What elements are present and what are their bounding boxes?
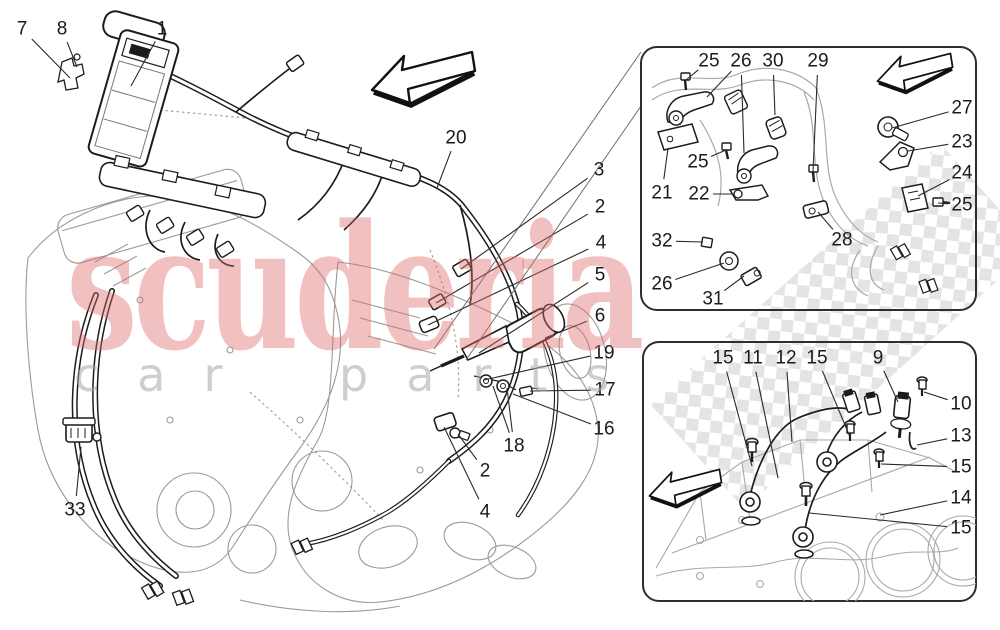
engine-block-drawing [25, 109, 607, 613]
harness-connector [290, 537, 314, 556]
injector-connector [185, 228, 205, 246]
solenoid-33 [62, 417, 102, 443]
checker-watermark [650, 143, 1000, 509]
injector-connector [215, 240, 235, 258]
injector-connector [125, 204, 145, 222]
inset-bottom-drawing [655, 376, 976, 601]
sensor-connector [285, 54, 305, 73]
leader-lines [31, 38, 950, 528]
fuel-rails-drawing [98, 128, 422, 258]
harness-connector [140, 580, 165, 601]
direction-arrow-icon [372, 52, 475, 105]
sensors-drawing [62, 258, 566, 443]
injector-connector [155, 216, 175, 234]
ecu-module-drawing [57, 10, 180, 168]
inset-top-drawing [651, 67, 951, 297]
inset-reference-lines [433, 51, 642, 361]
harness-connector [171, 588, 195, 607]
ecu-bracket [57, 57, 85, 91]
